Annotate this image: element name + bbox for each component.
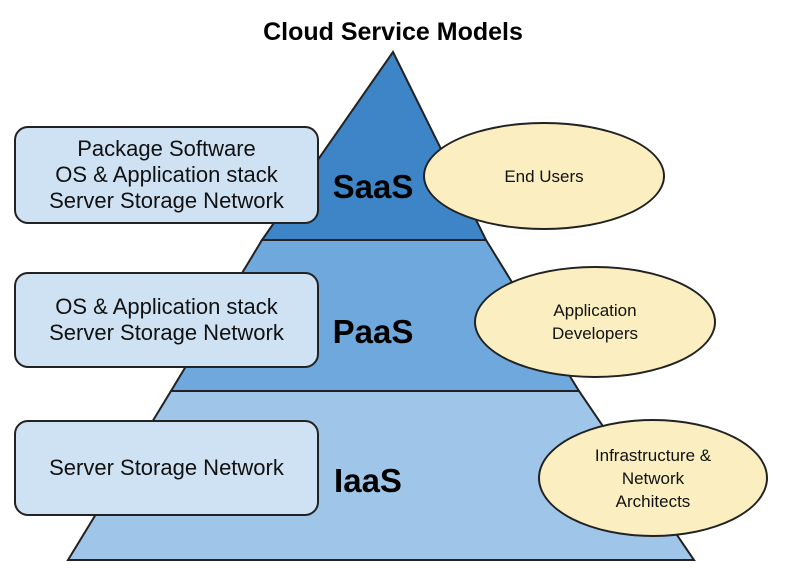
diagram-title: Cloud Service Models: [263, 18, 523, 46]
stack-line: Server Storage Network: [49, 455, 284, 480]
stack-line: OS & Application stack: [55, 294, 278, 319]
tier-label-paas: PaaS: [332, 313, 414, 350]
audience-line: Infrastructure &: [594, 445, 712, 465]
stack-box-iaas: Server Storage Network: [14, 420, 319, 516]
stack-line: Server Storage Network: [49, 188, 284, 213]
stack-line: Package Software: [77, 136, 256, 161]
stack-box-paas: OS & Application stack Server Storage Ne…: [14, 272, 319, 368]
tier-label-iaas: IaaS: [334, 462, 402, 499]
audience-line: Network: [621, 468, 685, 488]
audience-paas: Application Developers: [474, 266, 716, 378]
stack-line: Server Storage Network: [49, 320, 284, 345]
audience-saas: End Users: [423, 122, 665, 230]
stack-box-saas: Package Software OS & Application stack …: [14, 126, 319, 224]
audience-line: End Users: [504, 166, 584, 186]
audience-line: Application: [553, 301, 637, 320]
audience-line: Developers: [552, 324, 638, 343]
audience-iaas: Infrastructure & Network Architects: [538, 419, 768, 537]
tier-label-saas: SaaS: [332, 168, 414, 205]
audience-line: Architects: [615, 491, 691, 511]
stack-line: OS & Application stack: [55, 162, 278, 187]
